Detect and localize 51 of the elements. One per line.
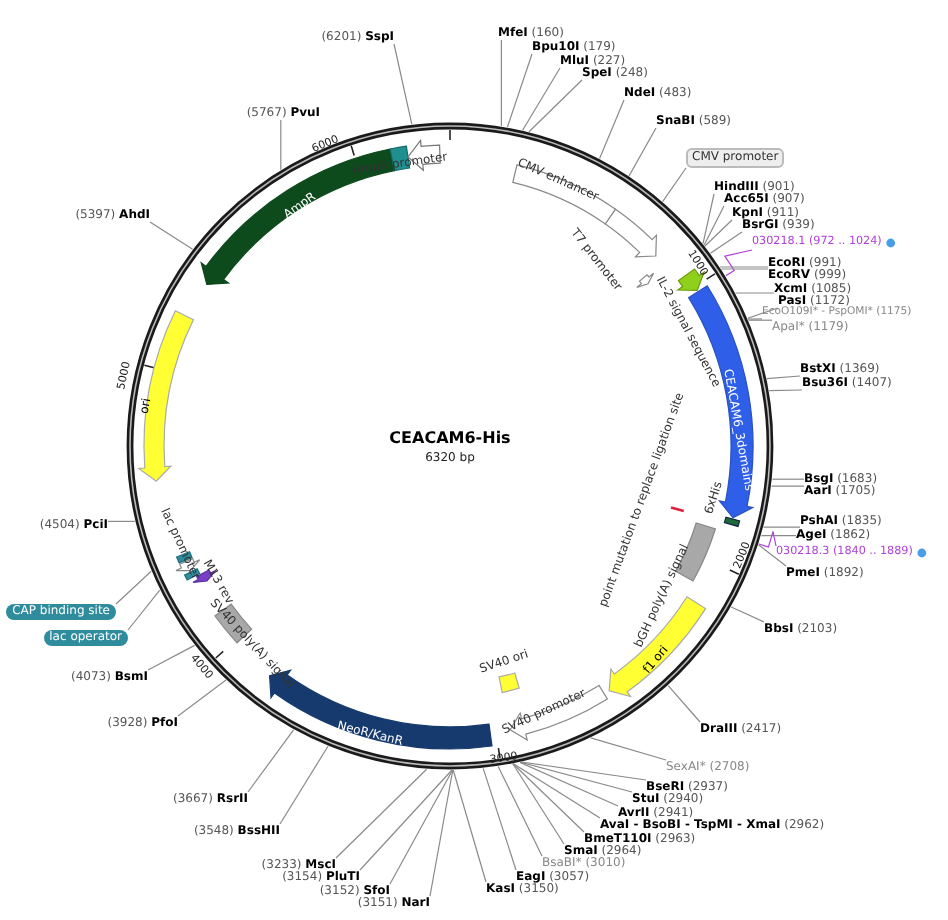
leader-line	[520, 761, 647, 781]
leader-line	[747, 318, 763, 320]
leader-line	[359, 769, 453, 871]
leader-line	[704, 219, 733, 247]
leader-line	[335, 768, 428, 859]
leader-line	[662, 167, 687, 203]
leader-line	[506, 53, 533, 128]
leader-line	[702, 193, 715, 245]
leader-line	[724, 249, 753, 277]
leader-line	[500, 39, 502, 127]
leader-line	[512, 763, 585, 833]
leader-line	[771, 485, 805, 487]
leader-line	[482, 767, 517, 871]
leader-line	[709, 231, 743, 254]
leader-line	[519, 761, 619, 807]
leader-line	[107, 520, 136, 522]
leader-line	[763, 526, 801, 528]
leader-line	[512, 763, 565, 845]
leader-line	[758, 530, 777, 548]
leader-line	[747, 307, 779, 319]
leader-line	[748, 319, 773, 321]
leader-line	[115, 570, 152, 605]
leader-line	[177, 679, 227, 717]
plasmid-title: CEACAM6-His	[389, 429, 511, 447]
leader-line	[771, 478, 805, 480]
leader-line	[758, 544, 787, 567]
leader-line	[519, 761, 633, 793]
leader-line	[127, 589, 161, 631]
leader-line	[429, 769, 454, 897]
leader-line	[522, 67, 561, 131]
leader-line	[735, 292, 775, 294]
leader-line	[730, 606, 765, 623]
leader-line	[766, 375, 801, 380]
leader-line	[147, 644, 196, 671]
leader-line	[393, 43, 413, 125]
leader-line	[512, 763, 601, 819]
leader-line	[760, 535, 797, 537]
leader-line	[590, 737, 667, 761]
leader-line	[667, 685, 701, 723]
leader-line	[768, 389, 803, 392]
leader-line	[628, 127, 657, 177]
leader-line	[149, 221, 194, 250]
leader-line	[247, 729, 295, 793]
leader-line	[279, 745, 329, 825]
leader-line	[452, 769, 487, 883]
leader-line	[280, 119, 282, 171]
leader-line	[703, 205, 725, 246]
leader-line	[389, 769, 454, 885]
leader-line	[599, 99, 625, 160]
leader-line	[528, 79, 583, 133]
leader-line	[497, 765, 543, 857]
